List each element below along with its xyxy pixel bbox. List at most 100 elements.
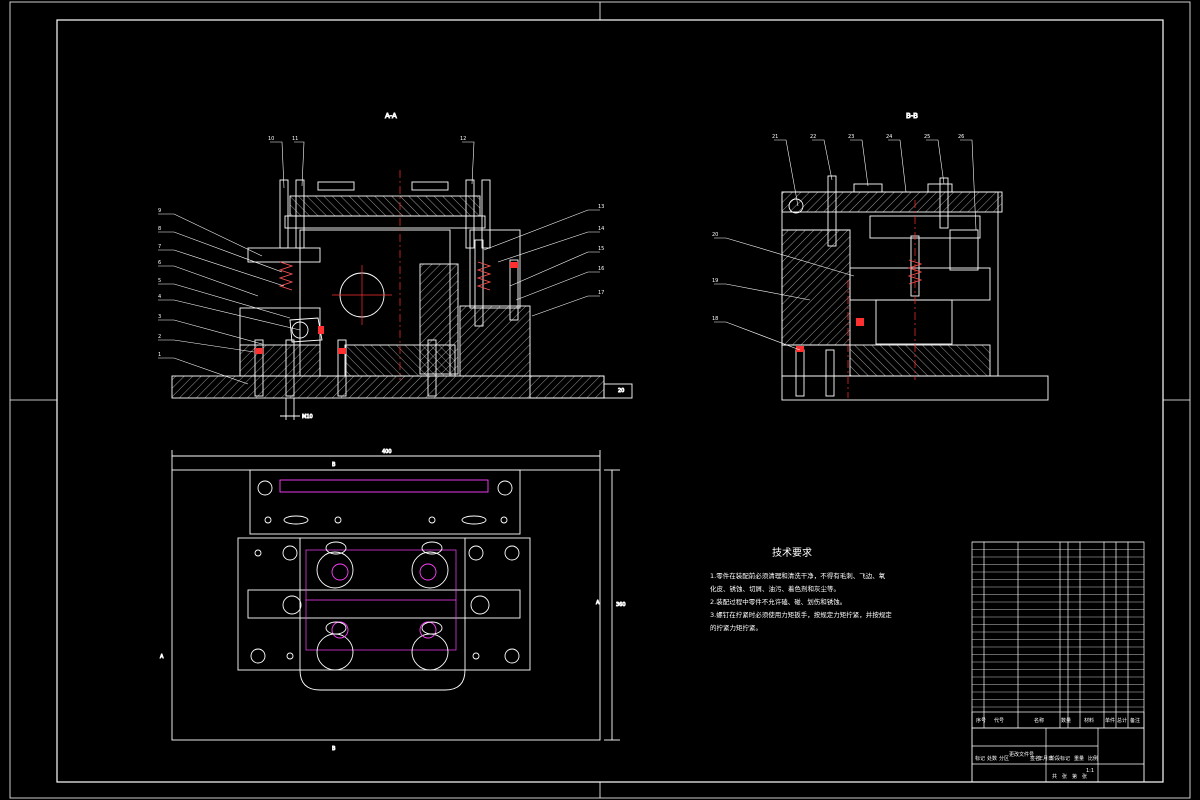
balloon-label: 5 [158, 278, 161, 284]
balloon-group-bb: 21 22 23 24 25 26 19 18 20 [712, 134, 977, 351]
leader-line [714, 283, 811, 301]
balloon-label: 26 [958, 134, 964, 140]
leader-line [158, 249, 285, 287]
leader-line [714, 321, 801, 351]
tb-sign-4: 签名 [1030, 755, 1040, 762]
section-aa-title: A-A [385, 112, 397, 120]
dim-height-right: 360 [616, 602, 626, 608]
leader-line [515, 271, 600, 301]
section-bb-view: B-B [781, 112, 1049, 401]
title-block-text: 序号 代号 名称 数量 材料 单件 总计 备注 标记 处数 分区 更改文件号 签… [975, 717, 1140, 780]
balloon-label: 18 [712, 316, 718, 322]
leader-line [960, 139, 977, 231]
leader-line [714, 237, 855, 277]
balloon-label: 13 [598, 204, 604, 210]
tb-col-0: 序号 [976, 717, 986, 724]
dim-overall-width: 400 [382, 449, 392, 455]
section-mark-a-left: A [160, 654, 164, 660]
balloon-label: 23 [848, 134, 854, 140]
section-mark-b-bottom: B [332, 746, 336, 752]
parts-list-rows [972, 541, 1144, 708]
leader-line [158, 231, 283, 273]
notes-line-2: 化皮、锈蚀、切屑、油污、着色剂和灰尘等。 [710, 584, 840, 593]
section-mark-b-top: B [332, 462, 336, 468]
section-mark-a-right: A [596, 600, 600, 606]
leader-line [483, 209, 600, 251]
tb-stage-2: 比例 [1088, 755, 1098, 762]
balloon-label: 2 [158, 334, 161, 340]
balloon-label: 10 [268, 136, 274, 142]
dim-bottom-thread: M10 [302, 414, 313, 420]
leader-line [158, 319, 263, 345]
balloon-label: 6 [158, 260, 161, 266]
notes-line-4: 3.螺钉在拧紧时必须使用力矩扳手，按规定力矩拧紧，并按规定 [710, 610, 892, 619]
tb-stage-0: 阶段标记 [1050, 755, 1070, 762]
leader-line [462, 141, 475, 185]
leader-line [888, 139, 907, 193]
balloon-label: 3 [158, 314, 161, 320]
balloon-label: 20 [712, 232, 718, 238]
tb-scale: 1:1 [1086, 768, 1094, 774]
balloon-label: 21 [772, 134, 778, 140]
leader-line [531, 295, 600, 317]
section-aa-view: A-A [171, 112, 633, 420]
tb-col-4: 材料 [1084, 717, 1094, 724]
tb-sign-0: 标记 [975, 755, 985, 762]
plan-view: 400 360 [160, 449, 626, 753]
leader-line [497, 231, 600, 263]
tb-col-1: 代号 [994, 717, 1004, 724]
tb-col-7: 备注 [1130, 717, 1140, 724]
notes-line-3: 2.装配过程中零件不允许磕、碰、划伤和锈蚀。 [710, 597, 846, 606]
leader-line [158, 213, 263, 257]
balloon-label: 19 [712, 278, 718, 284]
tb-col-5: 单件 [1105, 717, 1115, 724]
balloon-label: 12 [460, 136, 466, 142]
tb-col-3: 数量 [1061, 717, 1071, 724]
tb-sheet-0: 共 [1052, 773, 1057, 780]
tb-sign-3: 更改文件号 [1009, 751, 1034, 758]
leader-line [158, 357, 249, 385]
leader-line [158, 283, 291, 319]
balloon-label: 7 [158, 244, 161, 250]
notes-title: 技术要求 [772, 546, 812, 559]
tb-sheet-3: 张 [1082, 773, 1087, 780]
tb-sign-5: 年月日 [1038, 755, 1053, 762]
dim-base-height: 20 [618, 388, 624, 394]
leader-line [850, 139, 869, 187]
tb-sheet-2: 第 [1072, 773, 1077, 780]
balloon-label: 14 [598, 226, 604, 232]
tb-sign-2: 分区 [999, 755, 1009, 762]
leader-line [158, 339, 255, 353]
tb-col-2: 名称 [1034, 717, 1044, 724]
balloon-label: 15 [598, 246, 604, 252]
balloon-label: 4 [158, 294, 161, 300]
balloon-label: 1 [158, 352, 161, 358]
notes-line-1: 1.零件在装配前必须清理和清洗干净，不得有毛刺、飞边、氧 [710, 571, 886, 580]
sheet-frame [9, 1, 1191, 799]
leader-line [294, 141, 305, 187]
notes-line-5: 的拧紧力矩拧紧。 [710, 623, 762, 632]
tb-sign-1: 处数 [987, 755, 997, 762]
leader-line [158, 299, 301, 331]
balloon-label: 11 [292, 136, 298, 142]
leader-line [812, 139, 833, 181]
balloon-label: 8 [158, 226, 161, 232]
leader-line [158, 265, 259, 297]
tb-stage-1: 重量 [1074, 755, 1084, 762]
balloon-label: 25 [924, 134, 930, 140]
tb-col-6: 总计 [1117, 717, 1127, 724]
title-block [971, 541, 1145, 783]
leader-line [509, 251, 600, 287]
balloon-label: 22 [810, 134, 816, 140]
section-bb-title: B-B [906, 112, 918, 120]
balloon-label: 16 [598, 266, 604, 272]
leader-line [270, 141, 285, 189]
technical-requirements: 技术要求 1.零件在装配前必须清理和清洗干净，不得有毛刺、飞边、氧 化皮、锈蚀、… [710, 546, 892, 632]
tb-sheet-1: 张 [1062, 773, 1067, 780]
leader-line [926, 139, 945, 185]
leader-line [774, 139, 799, 207]
balloon-label: 9 [158, 208, 161, 214]
balloon-label: 24 [886, 134, 892, 140]
